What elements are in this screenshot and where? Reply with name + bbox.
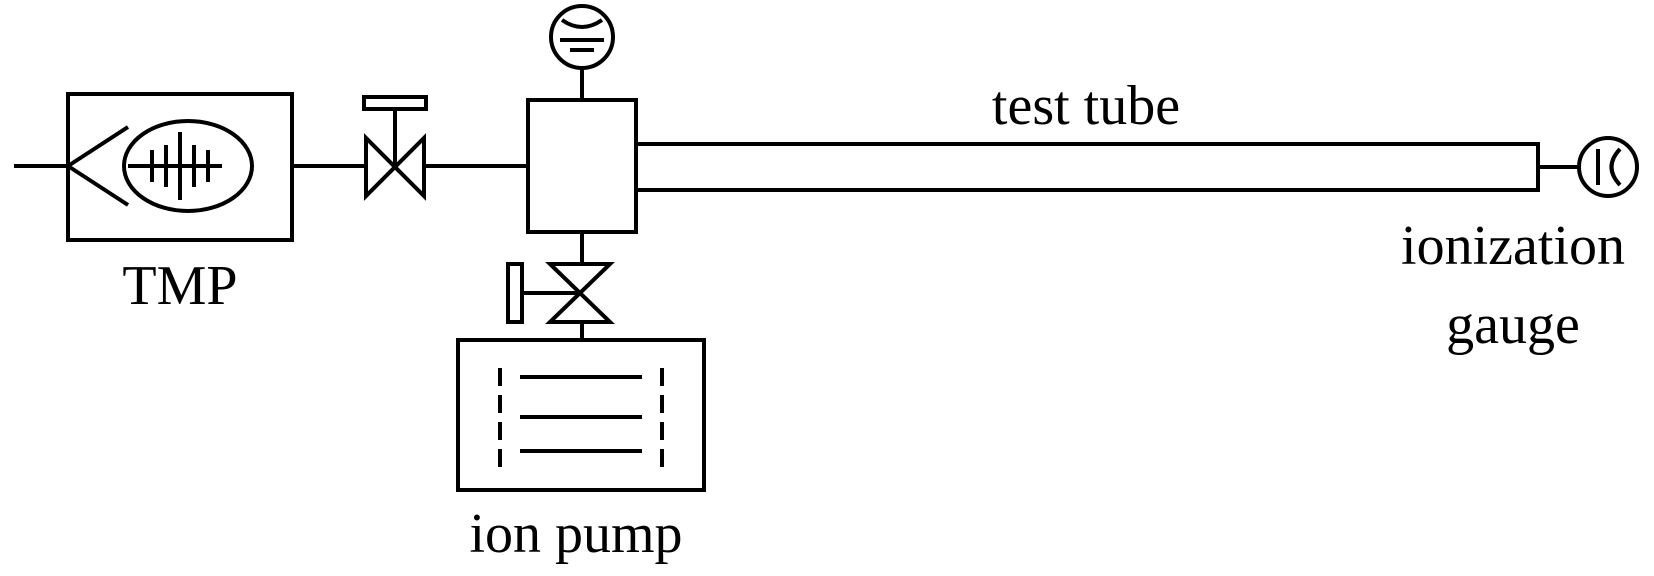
ionization-gauge-label-line1: ionization bbox=[1401, 215, 1625, 277]
ionization-gauge-label-line2: gauge bbox=[1446, 294, 1580, 356]
ion-pump-label: ion pump bbox=[469, 503, 682, 565]
tmp-rotor-blades-icon bbox=[128, 132, 222, 200]
vacuum-chamber bbox=[526, 98, 638, 234]
test-tube-label: test tube bbox=[992, 75, 1180, 137]
ion-pump-symbol bbox=[456, 338, 706, 492]
ion-pump-box bbox=[456, 338, 706, 492]
tmp-rotor-ellipse bbox=[122, 119, 254, 213]
ion-pump-valve-icon bbox=[506, 262, 615, 324]
tmp-label: TMP bbox=[122, 255, 237, 317]
tmp-cone bbox=[66, 125, 130, 207]
test-tube bbox=[634, 142, 1540, 192]
chamber-pressure-gauge-icon bbox=[549, 4, 615, 70]
tmp-valve-icon bbox=[362, 95, 428, 201]
ionization-gauge-icon bbox=[1577, 136, 1639, 198]
tmp-pump-symbol bbox=[66, 92, 294, 242]
